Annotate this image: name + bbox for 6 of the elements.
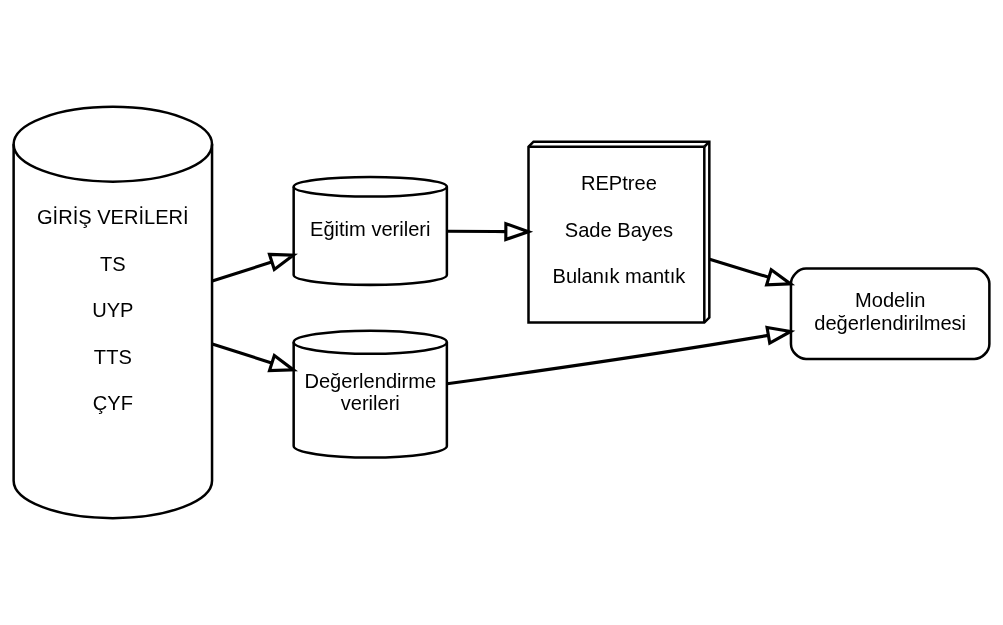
arrow [211,252,298,283]
arrow [709,257,796,287]
node-box: Modelin değerlendirilmesi [789,267,991,361]
arrow [447,221,534,242]
arrow [211,342,298,373]
arrow [446,325,796,386]
